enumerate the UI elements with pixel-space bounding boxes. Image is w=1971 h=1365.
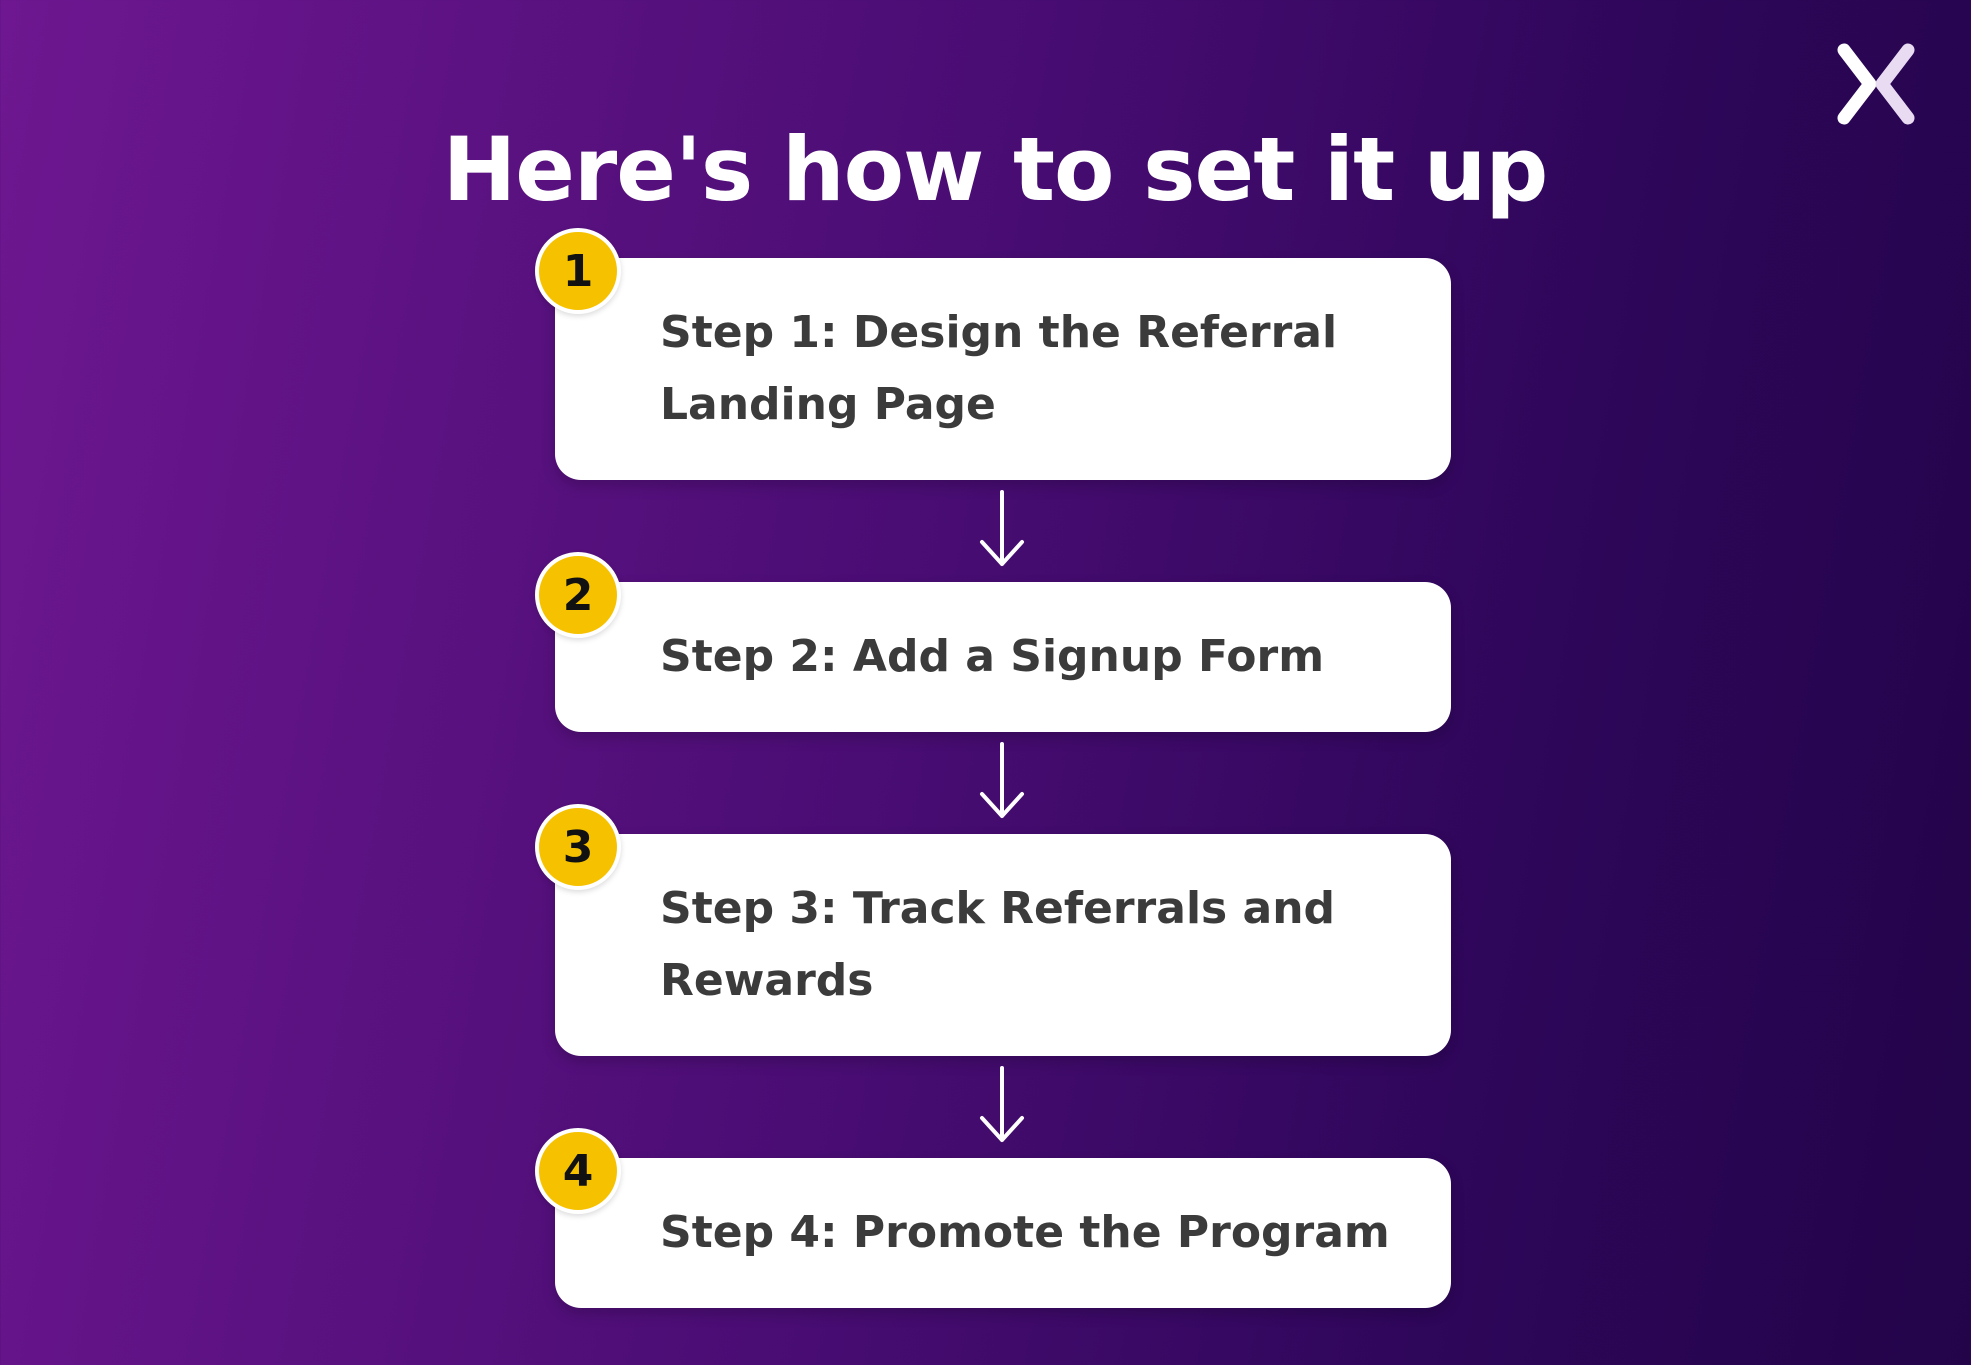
step-card-2: 2 Step 2: Add a Signup Form — [535, 552, 1451, 732]
step-card-4: 4 Step 4: Promote the Program — [535, 1128, 1451, 1308]
step-number-badge: 2 — [535, 552, 621, 638]
step-number-badge: 1 — [535, 228, 621, 314]
step-label: Step 4: Promote the Program — [660, 1207, 1390, 1258]
page-title: Here's how to set it up — [442, 117, 1549, 221]
step-number-badge: 3 — [535, 804, 621, 890]
arrow-down-icon — [980, 742, 1024, 818]
arrow-down-icon — [980, 1066, 1024, 1142]
step-label: Step 1: Design the Referral Landing Page — [660, 307, 1338, 430]
x-logo-icon — [1837, 43, 1915, 125]
step-card-1: 1 Step 1: Design the Referral Landing Pa… — [535, 228, 1451, 480]
step-number-badge: 4 — [535, 1128, 621, 1214]
arrow-down-icon — [980, 490, 1024, 566]
step-label: Step 3: Track Referrals and Rewards — [660, 883, 1336, 1006]
step-card-3: 3 Step 3: Track Referrals and Rewards — [535, 804, 1451, 1056]
step-label: Step 2: Add a Signup Form — [660, 631, 1325, 682]
